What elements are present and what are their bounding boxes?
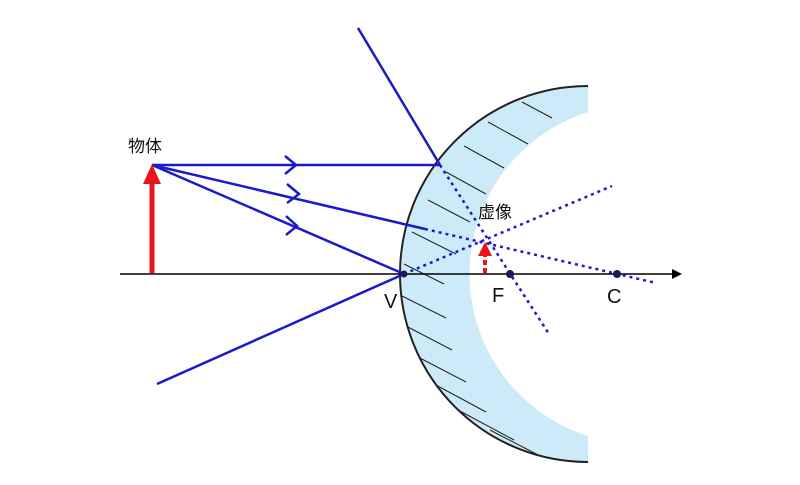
virtual-image-arrow bbox=[478, 242, 492, 273]
vertex-label: V bbox=[384, 291, 398, 313]
ray-direction-markers bbox=[284, 155, 302, 236]
mirror-glass bbox=[400, 86, 588, 462]
chevron-right-icon bbox=[285, 215, 299, 236]
reflected-ray-vertex bbox=[156, 272, 405, 386]
virtual-image-label: 虚像 bbox=[478, 203, 512, 223]
object-arrow bbox=[143, 164, 161, 273]
vertex-point bbox=[400, 270, 408, 278]
arrow-right-icon bbox=[672, 269, 682, 279]
mirror-hatching bbox=[401, 101, 553, 457]
chevron-right-icon bbox=[284, 155, 298, 175]
object-label: 物体 bbox=[128, 137, 162, 157]
focus-label: F bbox=[492, 285, 504, 307]
incident-ray-toward-focus bbox=[151, 163, 426, 231]
focus-point bbox=[506, 270, 514, 278]
incident-ray-to-vertex bbox=[151, 163, 405, 276]
chevron-right-icon bbox=[286, 183, 302, 204]
center-label: C bbox=[607, 286, 621, 308]
reflected-ray-parallel bbox=[356, 27, 442, 166]
center-point bbox=[613, 270, 621, 278]
